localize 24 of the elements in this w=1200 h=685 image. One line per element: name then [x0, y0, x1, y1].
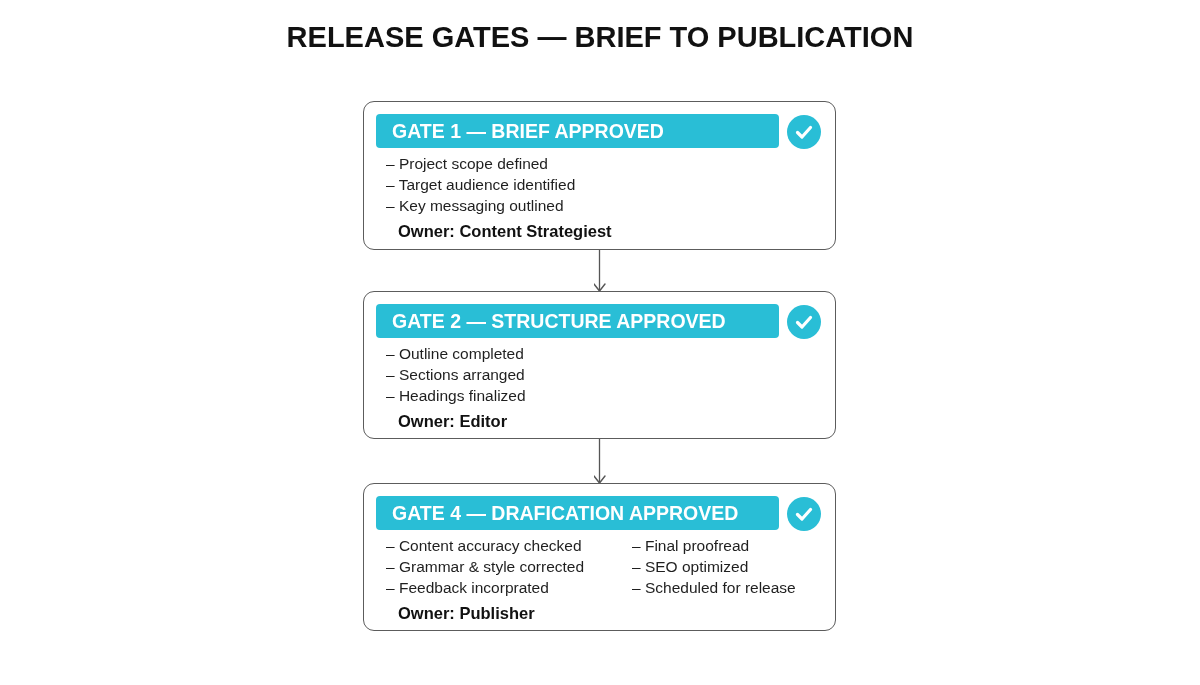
gate-heading: GATE 4 — DRAFICATION APPROVED [376, 496, 779, 530]
gate-card [363, 483, 836, 631]
gate-heading: GATE 1 — BRIEF APPROVED [376, 114, 779, 148]
gate-card [363, 101, 836, 250]
owner-label: Owner: Editor [398, 411, 508, 432]
checklist-item: – Headings finalized [386, 386, 526, 406]
checklist-item: – Feedback incorprated [386, 578, 550, 598]
diagram-title: RELEASE GATES — BRIEF TO PUBLICATION [286, 21, 914, 54]
checklist-item: – Project scope defined [386, 154, 549, 174]
gate-heading: GATE 2 — STRUCTURE APPROVED [376, 304, 779, 338]
checklist-item: – Outline completed [386, 344, 525, 364]
checklist-item: – Content accuracy checked [386, 536, 583, 556]
checklist-item: – Scheduled for release [632, 578, 796, 598]
arrow [593, 438, 606, 484]
checklist-item: – Sections arranged [386, 365, 526, 385]
owner-label: Owner: Publisher [398, 603, 535, 624]
arrow [593, 249, 606, 292]
checklist-item: – Target audience identified [386, 175, 576, 195]
checklist-item: – Key messaging outlined [386, 196, 565, 216]
checklist-item: – Final proofread [632, 536, 751, 556]
gate-card [363, 291, 836, 439]
checklist-item: – Grammar & style corrected [386, 557, 586, 577]
owner-label: Owner: Content Strategiest [398, 221, 612, 242]
checklist-item: – SEO optimized [632, 557, 750, 577]
